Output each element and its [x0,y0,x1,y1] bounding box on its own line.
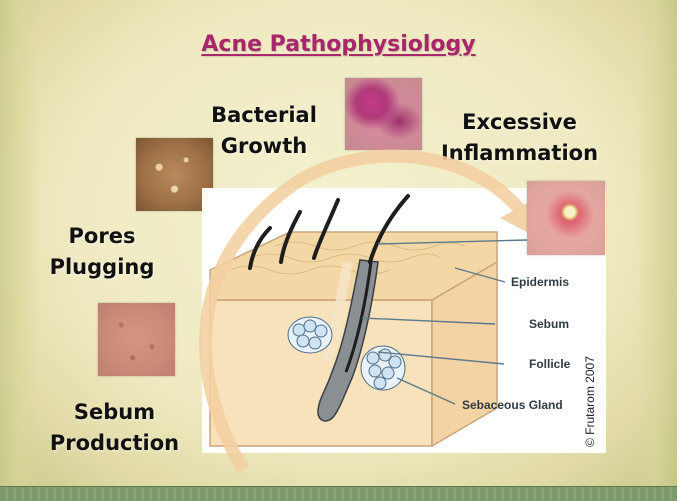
stage-line: Production [47,428,182,459]
stage-label-sebum-production: Sebum Production [47,397,182,459]
label-follicle: Follicle [529,357,570,371]
label-sebum: Sebum [529,317,569,331]
label-sebaceous-gland: Sebaceous Gland [462,398,563,412]
excessive-inflammation-photo [527,181,605,255]
label-epidermis: Epidermis [511,275,569,289]
page-title: Acne Pathophysiology [0,32,677,57]
sebum-production-photo [98,303,175,376]
stage-line: Bacterial [204,100,324,131]
stage-line: Excessive [432,107,607,138]
stage-line: Inflammation [432,138,607,169]
leaf-decoration-left [0,0,40,486]
stage-line: Pores [47,221,157,252]
leaf-decoration-right [637,0,677,486]
stage-label-bacterial-growth: Bacterial Growth [204,100,324,162]
stage-label-excessive-inflammation: Excessive Inflammation [432,107,607,169]
stage-line: Sebum [47,397,182,428]
stage-line: Plugging [47,252,157,283]
bottom-strip [0,486,677,501]
copyright-text: © Frutarom 2007 [583,317,599,447]
stage-line: Growth [204,131,324,162]
bacterial-growth-photo [345,78,422,150]
stage-label-pores-plugging: Pores Plugging [47,221,157,283]
